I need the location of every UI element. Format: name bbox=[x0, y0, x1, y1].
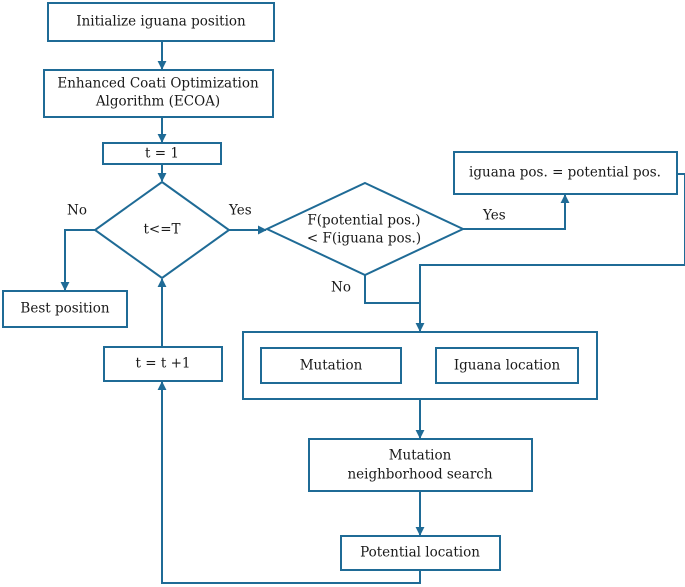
cond-t-label: t<=T bbox=[143, 222, 180, 238]
cond-t-diamond bbox=[93, 180, 231, 280]
cond-f-label-line1: F(potential pos.) bbox=[307, 213, 420, 229]
update-label: iguana pos. = potential pos. bbox=[469, 165, 661, 181]
best-position-box bbox=[2, 290, 128, 328]
edge-label-no-bottom: No bbox=[331, 280, 351, 296]
potential-label: Potential location bbox=[360, 545, 480, 561]
ecoa-label-line1: Enhanced Coati Optimization bbox=[57, 76, 259, 92]
cond-f-label-line2: < F(iguana pos.) bbox=[307, 231, 421, 247]
best-position-label: Best position bbox=[20, 301, 109, 317]
mutation-box bbox=[260, 347, 402, 384]
iguana-location-box bbox=[435, 347, 579, 384]
edge-update-outer bbox=[415, 173, 685, 332]
edge-condf-update bbox=[463, 194, 570, 230]
ecoa-label-line2: Algorithm (ECOA) bbox=[95, 94, 220, 110]
iguana-location-label: Iguana location bbox=[454, 358, 561, 374]
edge-condt-best bbox=[60, 229, 95, 291]
mutation-label: Mutation bbox=[300, 358, 363, 374]
ecoa-box bbox=[43, 69, 274, 118]
init-label: Initialize iguana position bbox=[76, 14, 246, 30]
edge-potential-tinc bbox=[157, 381, 421, 584]
edge-label-yes-right: Yes bbox=[482, 208, 506, 224]
edge-label-no-left: No bbox=[67, 203, 87, 219]
t-init-label: t = 1 bbox=[145, 146, 179, 162]
edge-label-yes-mid: Yes bbox=[228, 203, 252, 219]
t-inc-label: t = t +1 bbox=[136, 356, 191, 372]
neighborhood-label-line2: neighborhood search bbox=[347, 467, 492, 483]
cond-f-diamond bbox=[264, 181, 466, 277]
edge-condf-no-outer bbox=[364, 275, 420, 304]
neighborhood-label-line1: Mutation bbox=[389, 448, 452, 464]
